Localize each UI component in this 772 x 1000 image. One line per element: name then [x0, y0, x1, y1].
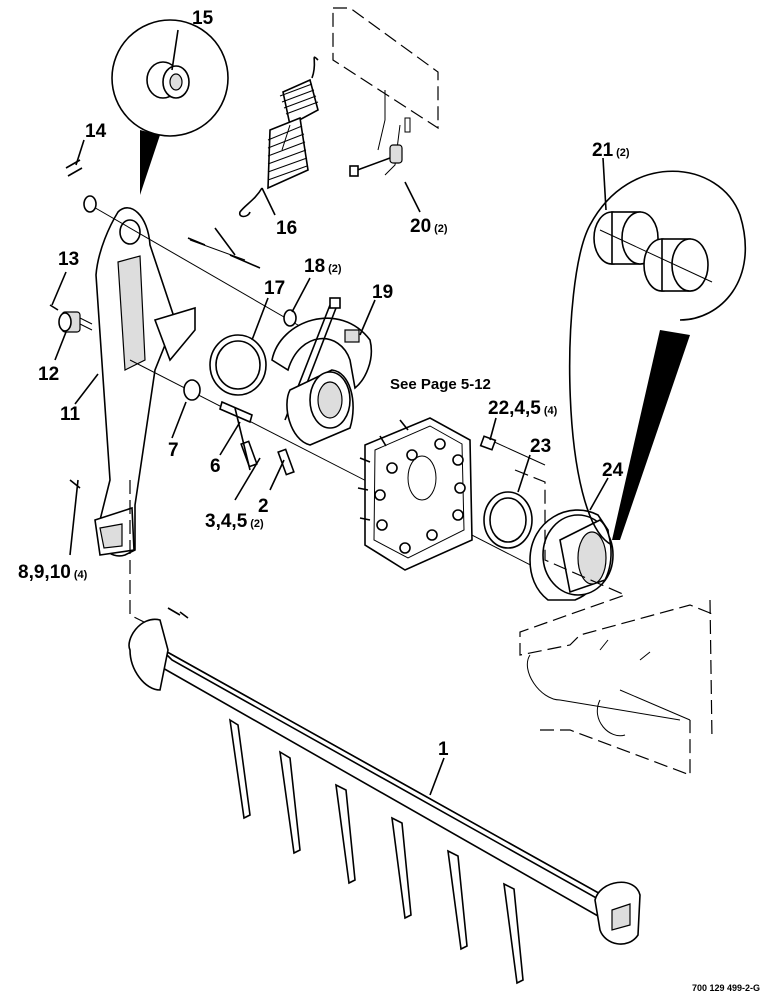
callout-3: 3,4,5(2) — [205, 511, 264, 532]
flange-plate — [357, 417, 473, 571]
callout-1: 1 — [438, 739, 449, 760]
spring — [238, 56, 319, 218]
callout-14: 14 — [85, 121, 107, 142]
callout-18: 18(2) — [304, 256, 342, 277]
assembly-axis-lines — [84, 201, 551, 576]
callout-20: 20(2) — [410, 216, 448, 237]
callout-13: 13 — [58, 249, 79, 270]
arm — [94, 207, 196, 557]
shaft-tube — [286, 369, 354, 446]
callout-16: 16 — [276, 218, 297, 239]
callout-24: 24 — [602, 460, 624, 481]
callout-6: 6 — [210, 456, 221, 477]
callout-11: 11 — [60, 404, 81, 425]
callouts: 1 2 3,4,5(2) 6 7 8,9,10(4) 11 12 13 14 1… — [18, 8, 760, 993]
callout-19: 19 — [372, 282, 393, 303]
reference-note: See Page 5-12 — [390, 376, 491, 393]
callout-2: 2 — [258, 496, 269, 517]
callout-23: 23 — [530, 436, 551, 457]
callout-8: 8,9,10(4) — [18, 562, 88, 583]
drawing-number: 700 129 499-2-G — [692, 983, 760, 993]
detail-circle-21 — [568, 170, 746, 546]
detail-circle-15 — [111, 19, 229, 195]
callout-12: 12 — [38, 364, 59, 385]
callout-22: 22,4,5(4) — [488, 398, 558, 419]
callout-15: 15 — [192, 8, 214, 29]
tine-bar — [128, 480, 641, 985]
callout-7: 7 — [168, 440, 179, 461]
machine-frame — [514, 469, 716, 776]
ring-and-bracket — [209, 297, 373, 423]
frame-plate — [332, 7, 439, 177]
leader-lines — [51, 29, 609, 796]
bearing-assembly — [479, 435, 614, 601]
callout-21: 21(2) — [592, 140, 630, 161]
callout-17: 17 — [264, 278, 285, 299]
